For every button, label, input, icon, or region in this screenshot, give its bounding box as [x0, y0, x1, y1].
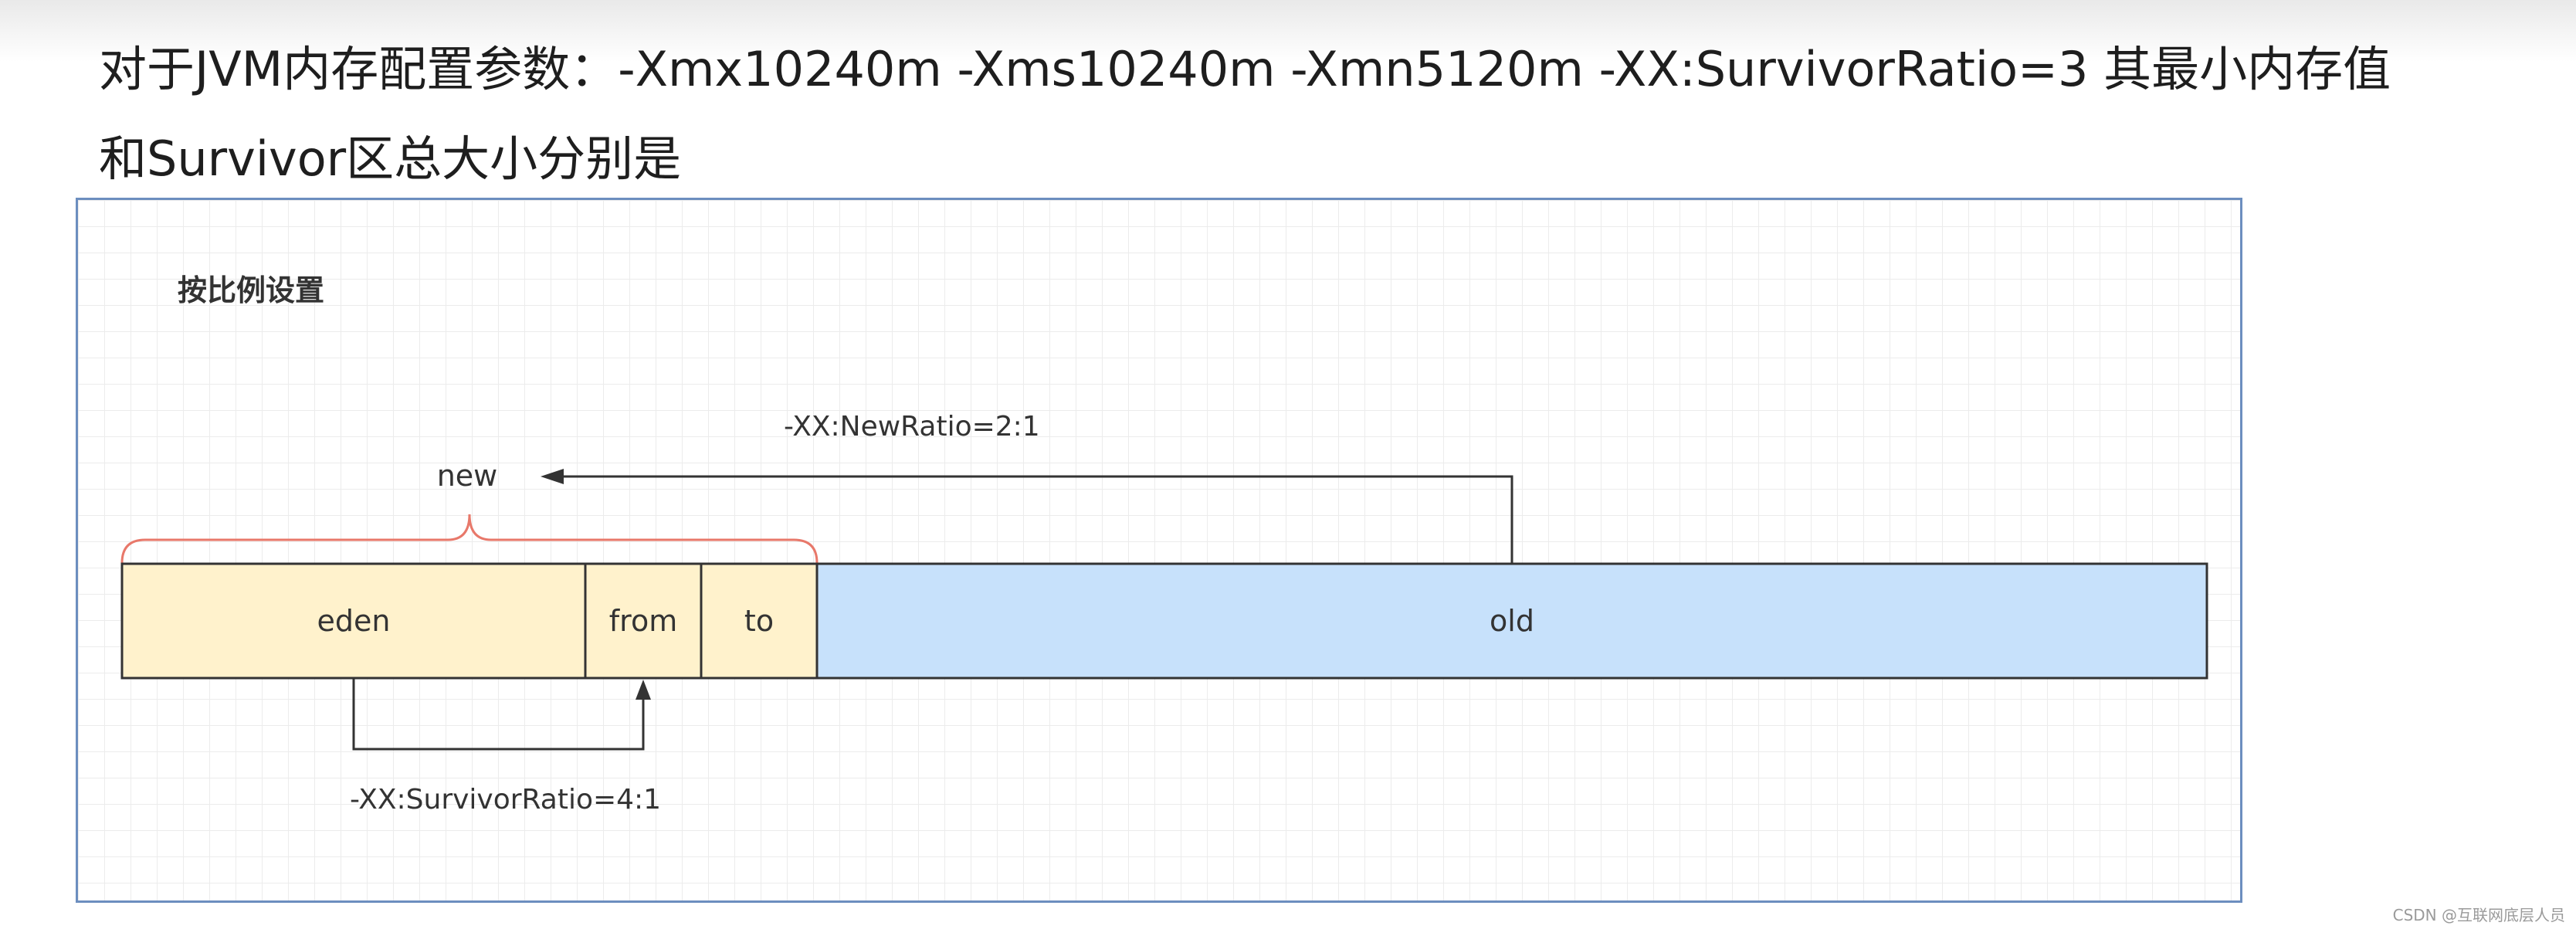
eden-label: eden — [317, 604, 391, 638]
to-region — [700, 562, 819, 680]
old-region — [815, 562, 2208, 680]
diagram-canvas — [76, 198, 2242, 903]
survivor-ratio-label: -XX:SurvivorRatio=4:1 — [350, 784, 661, 816]
young-gen-brace — [120, 514, 819, 564]
new-ratio-label: -XX:NewRatio=2:1 — [784, 411, 1040, 443]
old-label: old — [1490, 604, 1534, 638]
survivor-ratio-arrow — [352, 678, 645, 751]
new-label: new — [437, 459, 498, 493]
from-region — [584, 562, 703, 680]
diagram-heading: 按比例设置 — [178, 273, 324, 307]
question-line-1: 对于JVM内存配置参数：-Xmx10240m -Xms10240m -Xmn51… — [99, 41, 2391, 97]
to-label: to — [744, 604, 774, 638]
question-line-2: 和Survivor区总大小分别是 — [99, 131, 682, 187]
watermark: CSDN @互联网底层人员 — [2392, 906, 2565, 924]
new-ratio-arrowhead — [541, 469, 564, 484]
new-ratio-arrow — [547, 475, 1513, 564]
from-label: from — [609, 604, 677, 638]
survivor-ratio-arrowhead — [636, 680, 651, 700]
eden-region — [120, 562, 587, 680]
top-shade — [0, 0, 2576, 62]
